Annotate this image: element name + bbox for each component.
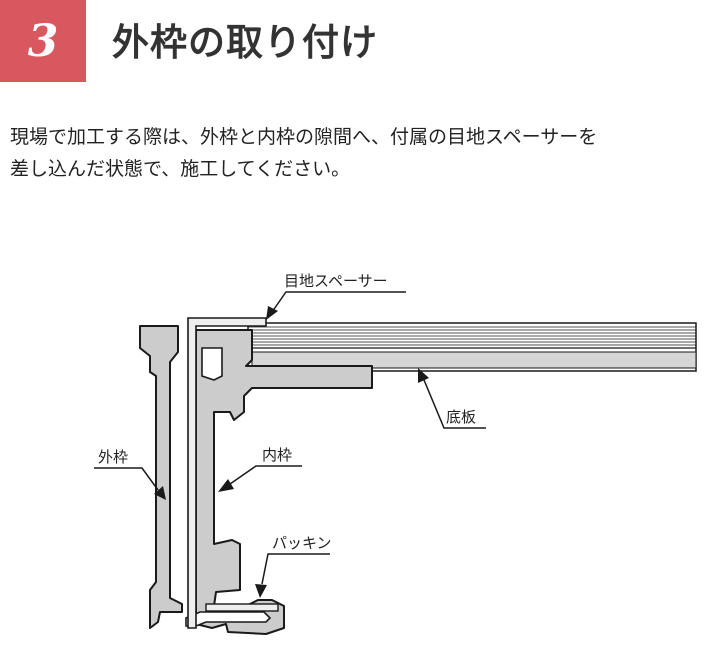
instruction-line-1: 現場で加工する際は、外枠と内枠の隙間へ、付属の目地スペーサーを xyxy=(10,126,598,148)
floor-board xyxy=(247,322,697,372)
bottom-board-label: 底板 xyxy=(446,408,476,426)
spacer-label: 目地スペーサー xyxy=(284,272,388,290)
instruction-line-2: 差し込んだ状態で、施工してください。 xyxy=(10,158,351,180)
bottom-board-leader xyxy=(418,368,486,429)
step-title: 外枠の取り付け xyxy=(112,21,378,64)
spacer-leader xyxy=(266,291,406,320)
outer-frame-label: 外枠 xyxy=(98,448,128,466)
step-number-badge: 3 xyxy=(0,0,86,82)
packing-leader xyxy=(255,553,330,598)
inner-frame-label: 内枠 xyxy=(262,446,292,464)
inner-frame-profile xyxy=(195,329,373,635)
outer-frame-profile xyxy=(139,325,183,629)
joint-spacer-strip xyxy=(187,317,267,629)
inner-frame-leader xyxy=(218,465,302,492)
outer-frame-leader xyxy=(94,467,166,500)
inner-frame-pocket xyxy=(201,347,223,381)
packing-strip xyxy=(205,603,279,612)
step-number: 3 xyxy=(27,15,59,67)
instruction-text: 現場で加工する際は、外枠と内枠の隙間へ、付属の目地スペーサーを 差し込んだ状態で… xyxy=(10,121,710,185)
packing-label: パッキン xyxy=(272,534,332,552)
